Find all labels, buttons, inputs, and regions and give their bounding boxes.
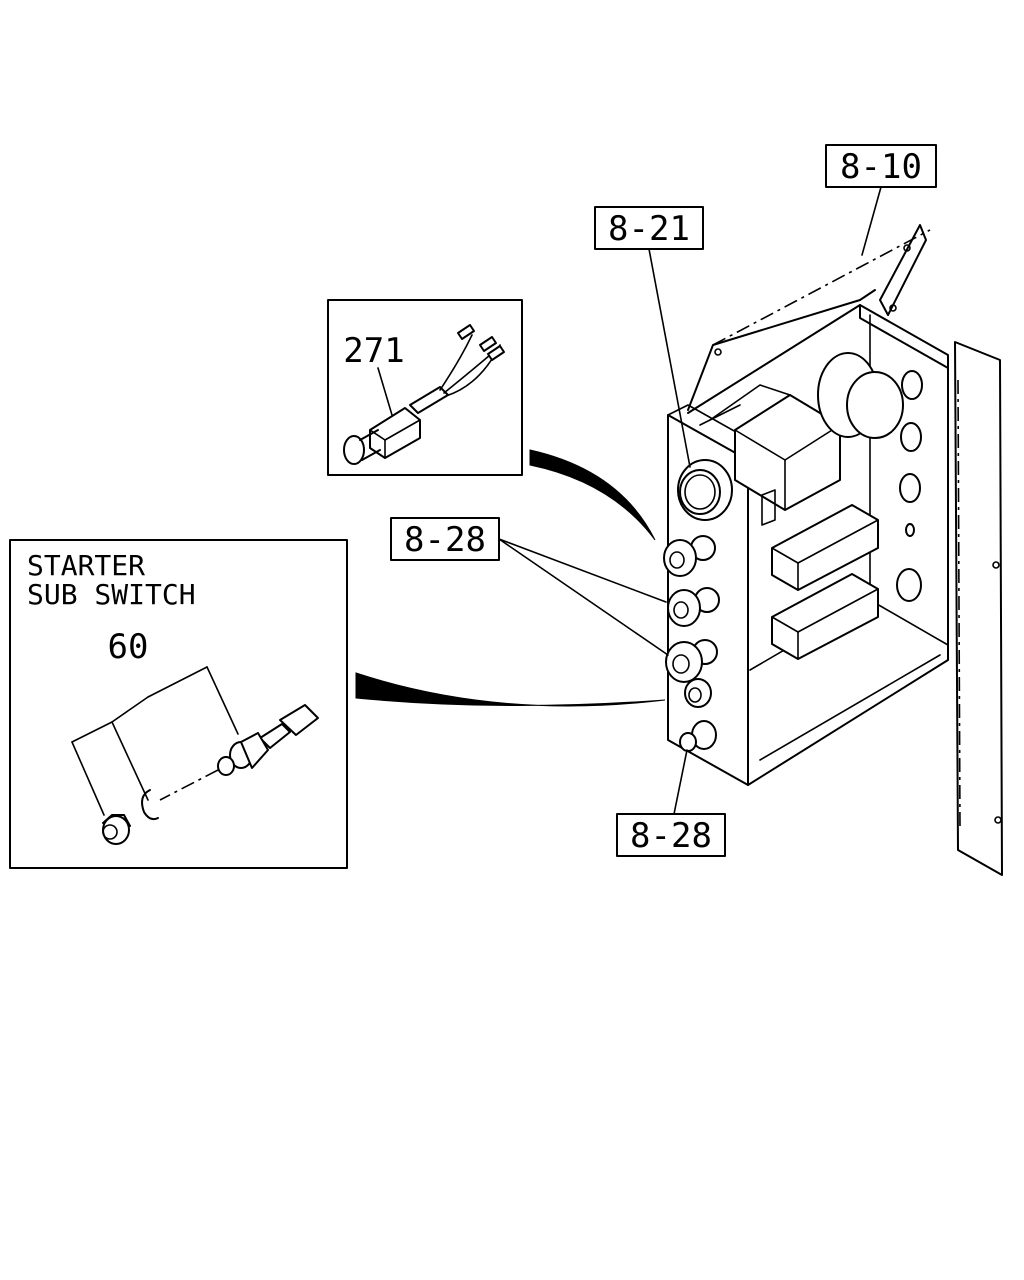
grommet-2 [667, 587, 720, 627]
inset-starter-sub-switch: STARTER SUB SWITCH 60 [9, 539, 348, 869]
callout-8-10: 8-10 [825, 144, 937, 256]
control-panel-box [667, 224, 1003, 876]
arrow-271-to-panel [529, 449, 656, 541]
grommet-1 [663, 535, 716, 577]
callout-8-10-text: 8-10 [840, 147, 922, 187]
lighter-drawing [343, 324, 505, 465]
switch-socket [684, 678, 712, 708]
part-271-label: 271 [343, 331, 404, 371]
callout-8-28-lower-text: 8-28 [630, 816, 712, 856]
part-60-label: 60 [108, 627, 149, 667]
callout-8-28-lower: 8-28 [616, 749, 726, 857]
grommet-4 [679, 720, 717, 752]
callout-8-21: 8-21 [594, 206, 704, 468]
indicator-lamp-8-21 [677, 459, 733, 521]
callout-8-21-text: 8-21 [608, 209, 690, 249]
inset-part-271: 271 [327, 299, 523, 476]
arrow-starter-to-panel [355, 672, 666, 707]
inset-title-line2: SUB SWITCH [27, 578, 196, 611]
part-60-leaders [71, 666, 239, 816]
callout-8-28-upper: 8-28 [390, 517, 669, 656]
front-panel-components [663, 459, 733, 752]
callout-8-28-upper-text: 8-28 [404, 520, 486, 560]
grommet-3 [665, 639, 718, 683]
starter-switch-drawing [102, 704, 319, 845]
inset-title-line1: STARTER [27, 549, 145, 582]
